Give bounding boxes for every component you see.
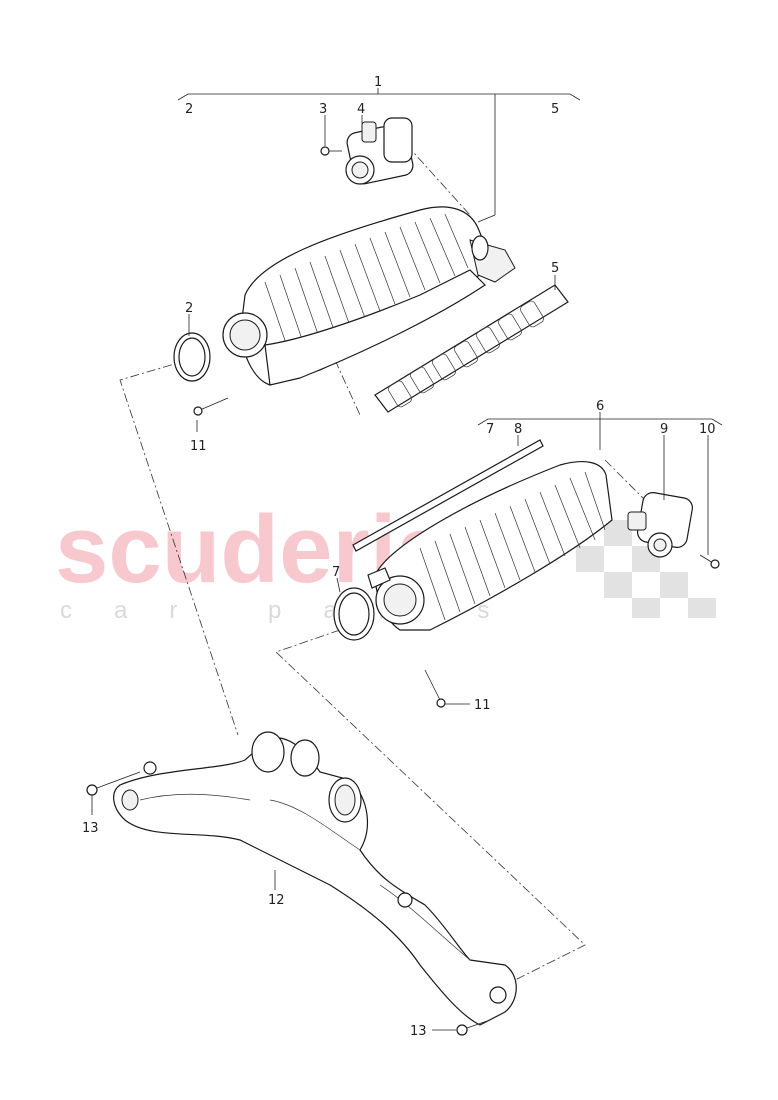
callout-10: 10: [699, 422, 716, 437]
intake-gasket-5: [374, 284, 569, 413]
bolt-13-left: [86, 771, 141, 796]
callout-labels: 1 2 3 4 5 5 2 11 6 7 8 9 10 7 11 13 12 1…: [82, 75, 716, 1039]
group-bracket-6: [477, 412, 723, 450]
group-bracket-1: [177, 88, 581, 223]
callout-13-left: 13: [82, 821, 99, 836]
manifold-ribs-upper: [264, 213, 469, 356]
callout-13-right: 13: [410, 1024, 427, 1039]
throttle-body-upper: [345, 117, 414, 185]
bolt-11-upper: [193, 397, 229, 416]
callout-2: 2: [185, 301, 193, 316]
callout-4: 4: [357, 102, 365, 117]
screw-10: [699, 554, 720, 569]
callout-7-top: 7: [486, 422, 494, 437]
seal-ring-2: [173, 332, 211, 382]
air-duct-12: [113, 731, 517, 1026]
callout-9: 9: [660, 422, 668, 437]
callout-11-lower: 11: [474, 698, 491, 713]
bolt-13-right: [456, 1019, 491, 1036]
screw-3: [320, 146, 342, 156]
callout-5: 5: [551, 261, 559, 276]
manifold-ribs-lower: [419, 471, 606, 621]
bolt-11-lower: [424, 669, 446, 708]
seal-strip-8: [352, 439, 544, 552]
checkered-flag-icon: [548, 520, 716, 618]
callout-1: 1: [374, 75, 382, 90]
callout-3: 3: [319, 102, 327, 117]
seal-ring-7: [333, 587, 375, 641]
callout-6: 6: [596, 399, 604, 414]
throttle-body-lower: [627, 492, 693, 558]
callout-5-top: 5: [551, 102, 559, 117]
callout-11-upper: 11: [190, 439, 207, 454]
callout-7: 7: [332, 565, 340, 580]
callout-8: 8: [514, 422, 522, 437]
lower-intake-section: [367, 461, 613, 631]
leader-lines: [91, 115, 709, 1031]
callout-2-top: 2: [185, 102, 193, 117]
callout-12: 12: [268, 893, 285, 908]
upper-intake-manifold: [222, 206, 516, 386]
